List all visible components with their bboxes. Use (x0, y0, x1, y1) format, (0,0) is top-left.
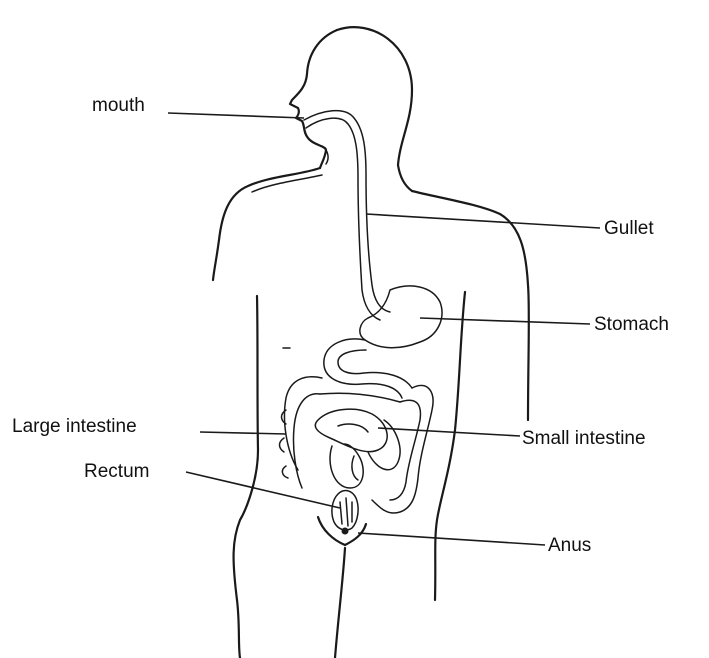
label-small-intestine: Small intestine (522, 428, 646, 449)
rectum-outer (332, 491, 358, 530)
label-gullet: Gullet (604, 218, 654, 239)
right-side-torso (435, 292, 465, 600)
label-anus: Anus (548, 535, 591, 556)
rectum-detail-1 (340, 502, 342, 524)
leader-lines (168, 113, 600, 545)
label-mouth: mouth (92, 95, 145, 116)
small-intestine-organ (315, 339, 412, 488)
left-shoulder-inner (252, 175, 322, 192)
label-rectum: Rectum (84, 461, 149, 482)
crotch-right (345, 524, 366, 545)
mouth-leader (168, 113, 304, 118)
left-leg-outer (237, 600, 240, 658)
colon-haustra-left (280, 410, 289, 478)
small-intestine-coil-4 (338, 424, 368, 432)
left-side-torso (234, 296, 258, 600)
gullet-outer-wall (304, 111, 390, 312)
colon-transverse (320, 393, 400, 402)
gullet-leader (366, 214, 600, 228)
large-intestine-leader (200, 432, 286, 434)
left-shoulder-arm-outer (213, 168, 320, 280)
crotch-left (318, 517, 345, 545)
labels: mouth Gullet Stomach Large intestine Sma… (12, 95, 669, 556)
rectum-detail-2 (346, 498, 348, 526)
anus-leader (358, 533, 545, 545)
rectum-leader (186, 472, 340, 508)
small-intestine-coil-5 (352, 456, 358, 480)
head-face-profile (290, 30, 337, 168)
leg-inner-line (335, 548, 345, 658)
rectum-organ (332, 491, 358, 535)
stomach-leader (420, 318, 590, 324)
back-of-head-and-neck (337, 27, 412, 191)
duodenum-loop-inner (338, 350, 412, 388)
anus-dot (342, 528, 349, 535)
right-shoulder-arm-outer (412, 191, 529, 420)
small-intestine-leader (378, 428, 520, 436)
stomach-organ (360, 286, 442, 348)
label-stomach: Stomach (594, 314, 669, 335)
label-large-intestine: Large intestine (12, 416, 137, 437)
gullet-inner-wall (306, 118, 380, 320)
large-intestine-organ (280, 377, 434, 513)
small-intestine-coil-1 (315, 409, 387, 451)
